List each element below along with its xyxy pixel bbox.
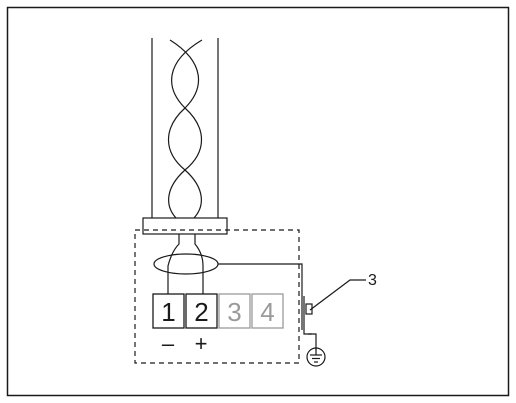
grounding-clamp (303, 296, 312, 335)
twisted-pair-wire-b (168, 39, 203, 219)
terminal-2 (185, 293, 218, 329)
shield-drain-wire (218, 263, 303, 330)
twisted-pair-wire-a (167, 39, 202, 219)
cable-gland (142, 217, 228, 235)
terminal-4 (251, 293, 284, 329)
wire-to-terminal-1 (167, 234, 180, 294)
ground-lead (308, 333, 317, 350)
terminal-4-label: 4 (260, 297, 274, 327)
terminal-1 (152, 293, 185, 329)
polarity-plus: + (195, 331, 208, 356)
polarity-minus: – (162, 331, 175, 356)
terminal-3-label: 3 (227, 297, 241, 327)
shield-ring (153, 253, 219, 275)
outer-frame (6, 6, 510, 397)
terminal-3 (218, 293, 251, 329)
callout-leader (309, 279, 366, 311)
terminal-1-label: 1 (161, 297, 175, 327)
wire-to-terminal-2 (194, 234, 204, 294)
housing-outline (134, 229, 300, 364)
terminal-2-label: 2 (194, 297, 208, 327)
callout-label: 3 (368, 272, 377, 289)
